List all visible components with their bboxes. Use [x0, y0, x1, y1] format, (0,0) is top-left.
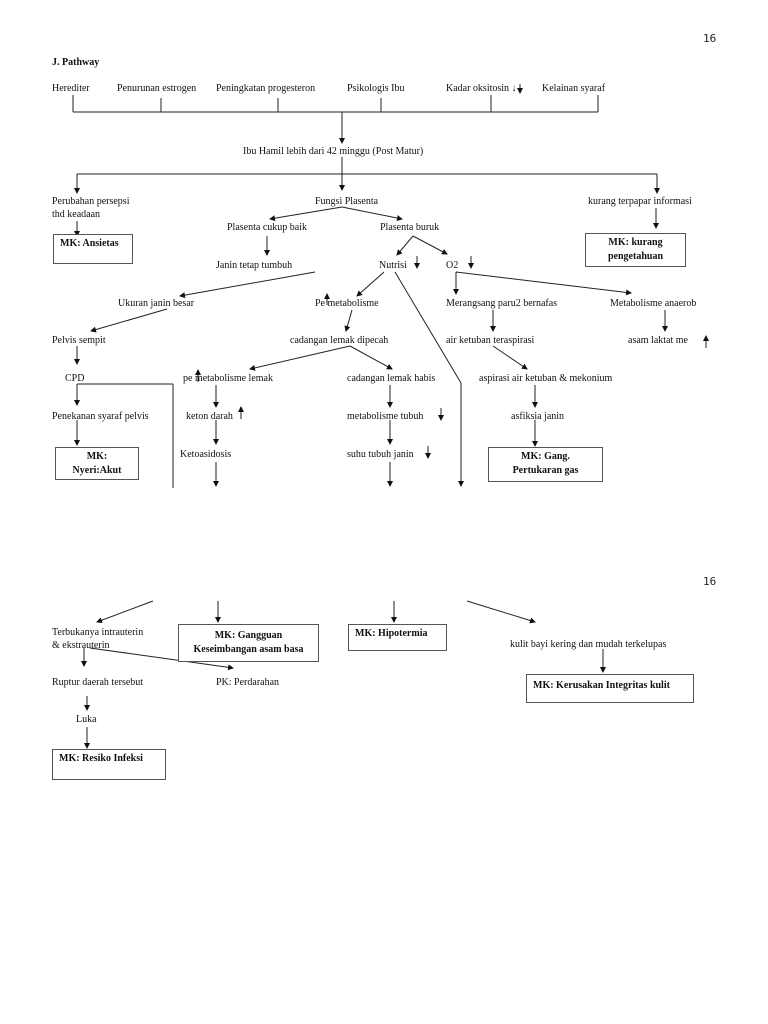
oxygen: O2: [446, 260, 459, 271]
lactic-acid: asam laktat me: [628, 335, 688, 346]
body-metabolism-down: metabolisme tubuh: [347, 411, 424, 422]
nerve-compression: Penekanan syaraf pelvis: [52, 411, 149, 422]
placenta-good: Plasenta cukup baik: [227, 222, 307, 233]
diagnosis-gas-line2: Pertukaran gas: [512, 465, 579, 476]
diagnosis-ansietas: MK: Ansietas: [53, 234, 133, 264]
cause-herediter: Herediter: [52, 83, 90, 94]
diagnosis-resiko-infeksi: MK: Resiko Infeksi: [52, 749, 166, 780]
central-node: Ibu Hamil lebih dari 42 minggu (Post Mat…: [243, 146, 424, 157]
dry-skin: kulit bayi kering dan mudah terkelupas: [510, 639, 667, 650]
cause-syaraf: Kelainan syaraf: [542, 83, 606, 94]
diagnosis-integritas-kulit: MK: Kerusakan Integritas kulit: [526, 674, 694, 703]
metabolism-up: Pe metabolisme: [315, 298, 379, 309]
ketoacidosis: Ketoasidosis: [180, 449, 232, 460]
cause-progesteron: Peningkatan progesteron: [216, 83, 316, 94]
blood-ketone: keton darah: [186, 411, 233, 422]
right-cause: kurang terpapar informasi: [588, 196, 692, 207]
diagnosis-pertukaran-gas: MK: Gang. Pertukaran gas: [488, 447, 603, 482]
diagnosis-asam-basa-line1: MK: Gangguan: [214, 630, 283, 641]
bleeding: PK: Perdarahan: [216, 677, 280, 688]
anaerobic-metabolism: Metabolisme anaerob: [610, 298, 697, 309]
asphyxia: asfiksia janin: [511, 411, 565, 422]
diagnosis-asam-basa-line2: Keseimbangan asam basa: [193, 644, 304, 655]
page-number-2: 16: [703, 575, 717, 588]
fetus-grows: Janin tetap tumbuh: [216, 260, 293, 271]
rupture: Ruptur daerah tersebut: [52, 677, 144, 688]
aspiration: aspirasi air ketuban & mekonium: [479, 373, 613, 384]
fetus-large: Ukuran janin besar: [118, 298, 195, 309]
amniotic-aspirated: air ketuban teraspirasi: [446, 335, 535, 346]
fat-metabolism-up: pe metabolisme lemak: [183, 373, 273, 384]
opening-line2: & ekstrauterin: [52, 640, 110, 651]
diagnosis-pengetahuan-line2: pengetahuan: [607, 251, 663, 262]
wound: Luka: [76, 714, 97, 725]
stimulate-lungs: Merangsang paru2 bernafas: [446, 298, 558, 309]
placenta-bad: Plasenta buruk: [380, 222, 440, 233]
cause-estrogen: Penurunan estrogen: [117, 83, 197, 94]
left-cause-line2: thd keadaan: [52, 209, 101, 220]
nutrition: Nutrisi: [379, 260, 407, 271]
diagnosis-nyeri: MK: Nyeri:Akut: [55, 447, 139, 480]
fetal-temperature-down: suhu tubuh janin: [347, 449, 414, 460]
placenta-function: Fungsi Plasenta: [315, 196, 379, 207]
diagnosis-pengetahuan-line1: MK: kurang: [608, 237, 663, 248]
diagnosis-pengetahuan: MK: kurang pengetahuan: [585, 233, 686, 267]
diagnosis-asam-basa: MK: Gangguan Keseimbangan asam basa: [178, 624, 319, 662]
fat-broken: cadangan lemak dipecah: [290, 335, 389, 346]
opening: Terbukanya intrauterin: [52, 627, 144, 638]
diagnosis-nyeri-line2: Nyeri:Akut: [72, 465, 122, 476]
page-number: 16: [703, 32, 717, 45]
diagnosis-hipotermia: MK: Hipotermia: [348, 624, 447, 651]
fat-depleted: cadangan lemak habis: [347, 373, 436, 384]
cause-psikologis: Psikologis Ibu: [347, 83, 405, 94]
left-cause: Perubahan persepsi: [52, 196, 130, 207]
section-title: J. Pathway: [52, 57, 100, 68]
cpd: CPD: [65, 373, 85, 384]
cause-oksitosin: Kadar oksitosin ↓: [446, 83, 517, 94]
diagnosis-gas-line1: MK: Gang.: [521, 451, 570, 462]
pelvis-narrow: Pelvis sempit: [52, 335, 106, 346]
diagnosis-nyeri-line1: MK:: [86, 451, 108, 462]
